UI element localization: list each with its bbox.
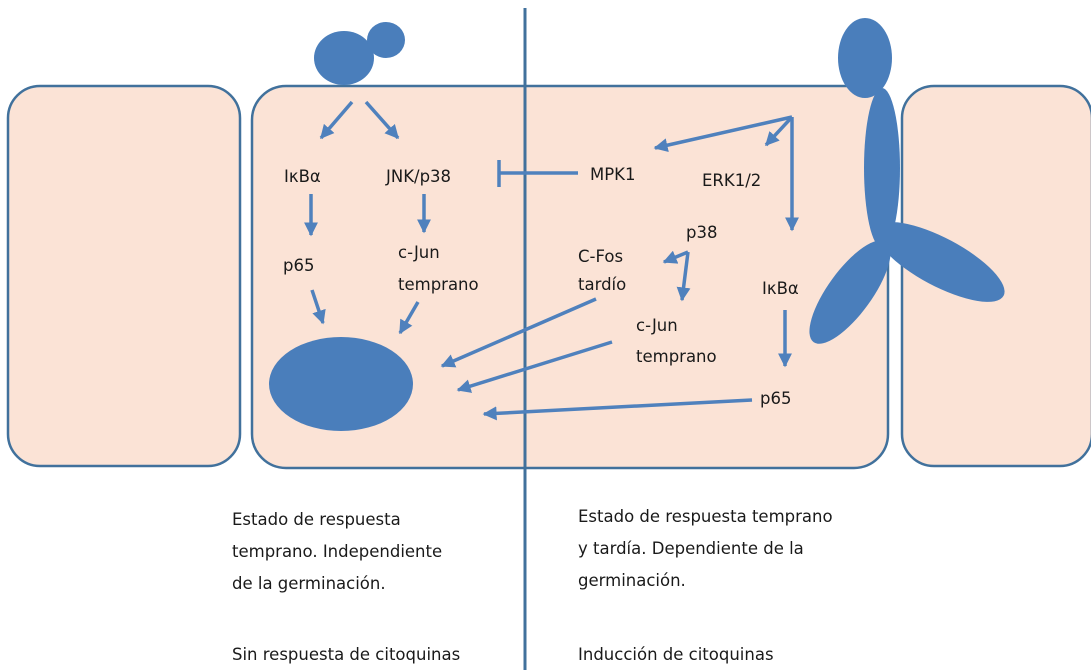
caption-left-line-3: de la germinación. — [232, 574, 386, 593]
label-cjun-left: c-Jun — [398, 243, 440, 262]
label-temprano-left: temprano — [398, 275, 479, 294]
footer-left: Sin respuesta de citoquinas — [232, 645, 460, 664]
label-temprano-right: temprano — [636, 347, 717, 366]
germinating-spore-icon — [809, 18, 1005, 344]
arrow-receptor-to-erk — [764, 115, 794, 147]
label-p65-right: p65 — [760, 389, 791, 408]
arrow-cfos-to-nucleus — [440, 297, 597, 368]
caption-right-line-3: germinación. — [578, 571, 686, 590]
budding-spore-icon — [314, 22, 405, 85]
footer-right: Inducción de citoquinas — [578, 645, 774, 664]
label-ikba-left: IκBα — [284, 167, 321, 186]
label-jnk-p38: JNK/p38 — [385, 167, 451, 186]
caption-right-line-1: Estado de respuesta temprano — [578, 507, 833, 526]
label-ikba-right: IκBα — [762, 279, 799, 298]
arrow-p38-to-cfos — [662, 250, 689, 264]
label-cjun-right: c-Jun — [636, 316, 678, 335]
arrow-receptor-to-jnk — [364, 100, 400, 140]
caption-left-line-1: Estado de respuesta — [232, 510, 401, 529]
label-cfos: C-Fos — [578, 247, 623, 266]
caption-right-line-2: y tardía. Dependiente de la — [578, 539, 804, 558]
arrow-cjun-to-nucleus-left — [398, 301, 420, 335]
arrow-p65-to-nucleus-left — [310, 289, 326, 325]
arrow-p38-to-cjun-right — [676, 251, 691, 302]
arrow-receptor-to-ikba — [319, 100, 354, 140]
label-mpk1: MPK1 — [590, 165, 636, 184]
arrow-p65-to-nucleus-right — [482, 398, 753, 421]
label-p65-left: p65 — [283, 256, 314, 275]
arrow-receptor-to-mpk1 — [653, 115, 793, 153]
caption-left-line-2: temprano. Independiente — [232, 542, 442, 561]
nucleus — [269, 337, 413, 431]
label-erk: ERK1/2 — [702, 171, 761, 190]
main-host-cell — [250, 84, 890, 470]
label-p38: p38 — [686, 223, 717, 242]
left-neighbor-cell — [6, 84, 242, 468]
arrow-cjun-to-nucleus-right — [456, 340, 613, 393]
label-tardio: tardío — [578, 275, 626, 294]
